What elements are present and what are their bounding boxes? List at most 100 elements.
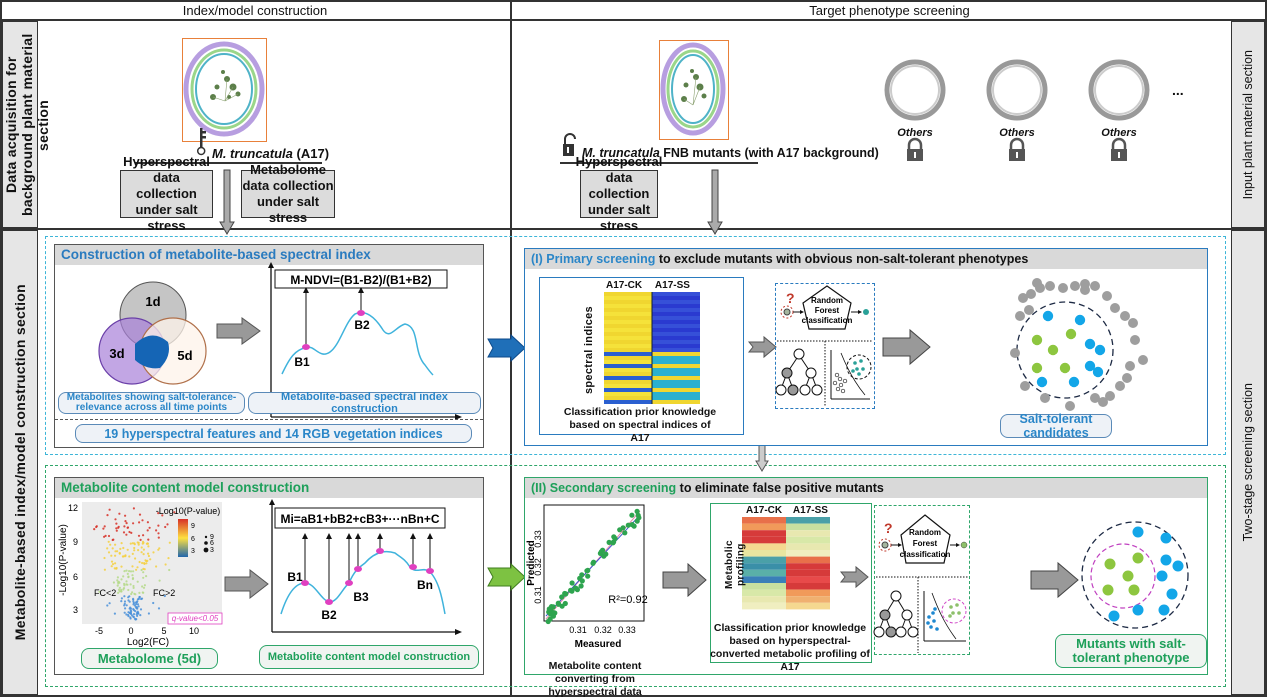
volcano-point — [125, 569, 128, 572]
volcano-point — [128, 530, 131, 534]
volcano-point — [107, 534, 111, 538]
colorbar — [178, 519, 188, 557]
scatter-xtick: 0.31 — [569, 625, 587, 635]
heatmap-cell — [604, 364, 652, 368]
empty-pot-ring-icon — [1088, 59, 1150, 121]
hyperspectral-collection-right-text: Hyperspectral data collection under salt… — [575, 154, 663, 233]
key-icon — [196, 128, 206, 156]
venn-label-1d: 1d — [145, 294, 160, 309]
scatter-point — [603, 551, 609, 557]
heatmap-cell — [604, 324, 652, 328]
excluded-mutant-dot — [1105, 391, 1115, 401]
volcano-point — [139, 538, 142, 541]
volcano-point — [146, 521, 149, 524]
right-arrow-icon — [1030, 561, 1079, 599]
heatmap-cell — [786, 589, 830, 597]
volcano-point — [137, 534, 141, 537]
primary-heatmap-ylabel: spectral indices — [583, 306, 595, 394]
excluded-mutant-dot — [1080, 279, 1090, 289]
rf-label-line: Forest — [913, 539, 938, 548]
secondary-screening-title: (II) Secondary screening to eliminate fa… — [525, 478, 1207, 498]
volcano-point — [130, 610, 133, 613]
volcano-point — [142, 534, 145, 537]
heatmap-cell — [604, 400, 652, 404]
heatmap-cell — [604, 320, 652, 324]
volcano-point — [108, 602, 111, 605]
volcano-point — [120, 590, 123, 593]
size-legend-tick: 9 — [210, 534, 214, 541]
volcano-point — [157, 532, 160, 535]
heatmap-cell — [604, 328, 652, 332]
scatter-point — [629, 512, 635, 518]
right-arrow-icon — [882, 328, 931, 366]
volcano-point — [133, 617, 136, 620]
volcano-point — [157, 524, 160, 527]
volcano-point — [103, 556, 106, 560]
excluded-mutant-dot — [1045, 281, 1055, 291]
heatmap-cell — [604, 392, 652, 396]
volcano-point — [106, 547, 109, 550]
volcano-point — [147, 612, 150, 615]
right-arrow-icon — [216, 317, 261, 345]
volcano-point — [116, 579, 119, 582]
right-arrow-icon — [224, 568, 269, 600]
excluded-mutant-dot — [1020, 381, 1030, 391]
heatmap-cell — [652, 312, 700, 316]
volcano-point — [155, 565, 158, 568]
size-legend-tick: 3 — [210, 547, 214, 554]
a17-plant-image — [182, 38, 267, 142]
candidate-dot-green — [1031, 334, 1043, 346]
excluded-mutant-dot — [1122, 373, 1132, 383]
scatter-point — [555, 601, 562, 607]
heatmap-cell — [652, 360, 700, 364]
excluded-mutant-dot — [1018, 293, 1028, 303]
volcano-point — [126, 572, 129, 575]
plant-pot-rings-icon — [183, 41, 265, 137]
mutant-dot-blue — [1158, 604, 1170, 616]
volcano-point — [118, 512, 121, 515]
volcano-point — [138, 596, 141, 599]
heatmap-cell — [786, 583, 830, 590]
pill-salt-tolerant-candidates: Salt-tolerant candidates — [1000, 412, 1112, 440]
heatmap-cell — [604, 300, 652, 304]
heatmap-cell — [652, 396, 700, 400]
volcano-point — [137, 605, 140, 608]
others-item: Others — [880, 58, 950, 166]
predicted-vs-measured-scatter: Predicted 0.31 0.32 0.33 0.31 0.32 0.33 … — [526, 504, 648, 650]
volcano-point — [119, 547, 122, 550]
volcano-xtick: 5 — [161, 626, 166, 636]
volcano-point — [168, 541, 171, 544]
heatmap-col-a17-ss: A17-SS — [792, 505, 828, 516]
row-label-right-top-text: Input plant material section — [1241, 49, 1255, 200]
salt-tolerant-candidates-scatter — [1010, 278, 1148, 411]
mutant-dot-green — [1122, 570, 1134, 582]
heatmap-cell — [742, 523, 786, 531]
volcano-point — [139, 614, 142, 617]
heatmap-cell — [742, 530, 786, 537]
volcano-point — [120, 542, 123, 545]
volcano-point — [132, 570, 135, 573]
volcano-point — [140, 551, 143, 554]
excluded-mutant-dot — [1026, 289, 1036, 299]
scatter-xtick: 0.32 — [594, 625, 612, 635]
fnb-label-species: M. truncatula — [582, 146, 660, 160]
right-arrow-icon — [839, 565, 869, 589]
volcano-point — [113, 612, 116, 615]
heatmap-cell — [652, 352, 700, 356]
row-label-right-bottom: Two-stage screening section — [1231, 230, 1265, 695]
volcano-point — [133, 543, 136, 546]
row-label-left-bottom-text: Metabolite-based index/model constructio… — [11, 284, 28, 641]
volcano-point — [130, 592, 133, 596]
blue-connector-arrow-icon — [487, 333, 526, 363]
heatmap-cell — [604, 292, 652, 296]
volcano-point — [133, 546, 136, 550]
volcano-point — [135, 613, 138, 616]
others-label: Others — [999, 127, 1035, 139]
others-label: Others — [1101, 127, 1137, 139]
volcano-point — [120, 600, 123, 603]
volcano-ytick: 6 — [73, 572, 78, 582]
volcano-point — [158, 579, 161, 582]
volcano-point — [132, 584, 135, 588]
mutant-dot-blue — [1160, 532, 1172, 544]
volcano-point — [131, 577, 134, 581]
